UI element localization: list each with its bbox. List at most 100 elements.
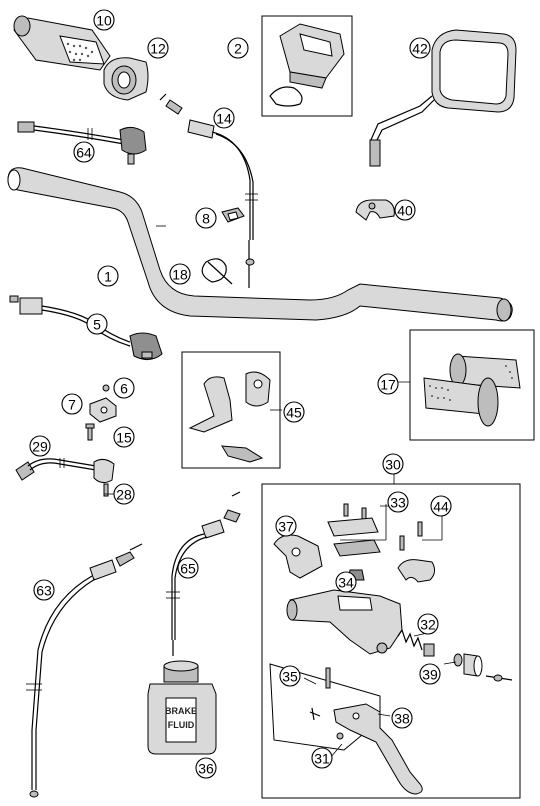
callout-circle [275, 515, 297, 537]
callout-34: 34 [335, 571, 357, 593]
callout-number: 8 [202, 211, 210, 227]
callout-circle [335, 571, 357, 593]
callout-circle [377, 373, 399, 395]
callout-circle [382, 453, 404, 475]
part-brake-fluid-bottle: BRAKE FLUID [147, 660, 217, 755]
part-mirror-bracket [188, 371, 271, 463]
part-throttle-grip [13, 15, 111, 71]
callout-number: 38 [394, 711, 410, 727]
callout-number: 17 [380, 377, 396, 393]
callout-circle [283, 401, 305, 423]
callout-number: 14 [216, 111, 232, 127]
part-kill-switch [17, 121, 147, 165]
part-cable-clip [221, 207, 245, 223]
callout-37: 37 [275, 515, 297, 537]
callout-64: 64 [73, 141, 95, 163]
callout-17: 17 [377, 373, 399, 395]
bottle-label [165, 697, 197, 743]
callout-15: 15 [113, 426, 135, 448]
callout-circle [93, 9, 115, 31]
part-screw [85, 423, 95, 441]
callout-circle [279, 665, 301, 687]
part-grips [423, 353, 521, 427]
callout-8: 8 [195, 207, 217, 229]
callout-circle [430, 495, 452, 517]
part-reservoir-cover [327, 503, 381, 581]
callout-30: 30 [382, 453, 404, 475]
callout-circle [394, 199, 416, 221]
callout-65: 65 [177, 557, 199, 579]
bottle-label-line1: BRAKE [165, 706, 197, 716]
callout-10: 10 [93, 9, 115, 31]
callout-number: 65 [180, 561, 196, 577]
part-lever-pin [309, 667, 331, 721]
callout-number: 64 [76, 145, 92, 161]
callout-number: 15 [116, 430, 132, 446]
part-2-box [261, 15, 353, 117]
callout-number: 32 [420, 617, 436, 633]
callout-7: 7 [61, 393, 83, 415]
callout-number: 40 [397, 203, 413, 219]
callout-number: 42 [412, 41, 428, 57]
callout-39: 39 [419, 663, 441, 685]
callout-5: 5 [86, 313, 108, 335]
callout-number: 44 [433, 499, 449, 515]
callout-6: 6 [113, 377, 135, 399]
part-brake-lever [333, 703, 423, 795]
callout-circle [391, 707, 413, 729]
callout-circle [409, 37, 431, 59]
callout-number: 33 [390, 495, 406, 511]
callout-circle [73, 141, 95, 163]
callout-circle [97, 265, 119, 287]
callout-circle [29, 435, 51, 457]
callout-12: 12 [147, 37, 169, 59]
callout-number: 5 [93, 317, 101, 333]
part-master-cylinder-body [286, 589, 403, 655]
callout-28: 28 [113, 483, 135, 505]
callout-circle [177, 557, 199, 579]
callout-circle [33, 579, 55, 601]
part-switch-clamp [89, 397, 117, 423]
callout-number: 29 [32, 439, 48, 455]
callout-number: 18 [172, 267, 188, 283]
part-cable [26, 543, 143, 798]
part-throttle-cable [159, 93, 258, 288]
callout-number: 36 [198, 761, 214, 777]
callout-14: 14 [213, 107, 235, 129]
callout-number: 6 [120, 381, 128, 397]
part-throttle-cover [269, 23, 345, 107]
part-start-switch [15, 458, 115, 497]
callout-32: 32 [417, 613, 439, 635]
callout-40: 40 [394, 199, 416, 221]
part-cable-tie [201, 258, 233, 285]
part-switch [9, 295, 163, 360]
callout-circle [419, 663, 441, 685]
part-piston-spring [397, 628, 513, 682]
callout-circle [417, 613, 439, 635]
callout-31: 31 [311, 747, 333, 769]
callout-1: 1 [97, 265, 119, 287]
callout-circle [169, 263, 191, 285]
callout-circle [113, 426, 135, 448]
callout-circle [311, 747, 333, 769]
part-30-box [261, 483, 521, 799]
callout-circle [213, 107, 235, 129]
callout-36: 36 [195, 757, 217, 779]
callout-number: 35 [282, 669, 298, 685]
callout-number: 39 [422, 667, 438, 683]
part-master-cylinder-clamp [273, 534, 323, 579]
callout-circle [61, 393, 83, 415]
callout-layer: 10 12 2 42 14 64 8 40 1 18 5 6 7 15 45 17 29 28 30 33 37 44 34… [29, 9, 452, 779]
callout-circle [195, 757, 217, 779]
callout-number: 30 [385, 457, 401, 473]
callout-2: 2 [227, 37, 249, 59]
callout-45: 45 [283, 401, 305, 423]
callout-number: 12 [150, 41, 166, 57]
callout-circle [147, 37, 169, 59]
bottle-label-line2: FLUID [168, 720, 195, 730]
callout-number: 7 [68, 397, 76, 413]
part-hot-start-cable [166, 491, 241, 656]
callout-number: 63 [36, 583, 52, 599]
callout-number: 37 [278, 519, 294, 535]
